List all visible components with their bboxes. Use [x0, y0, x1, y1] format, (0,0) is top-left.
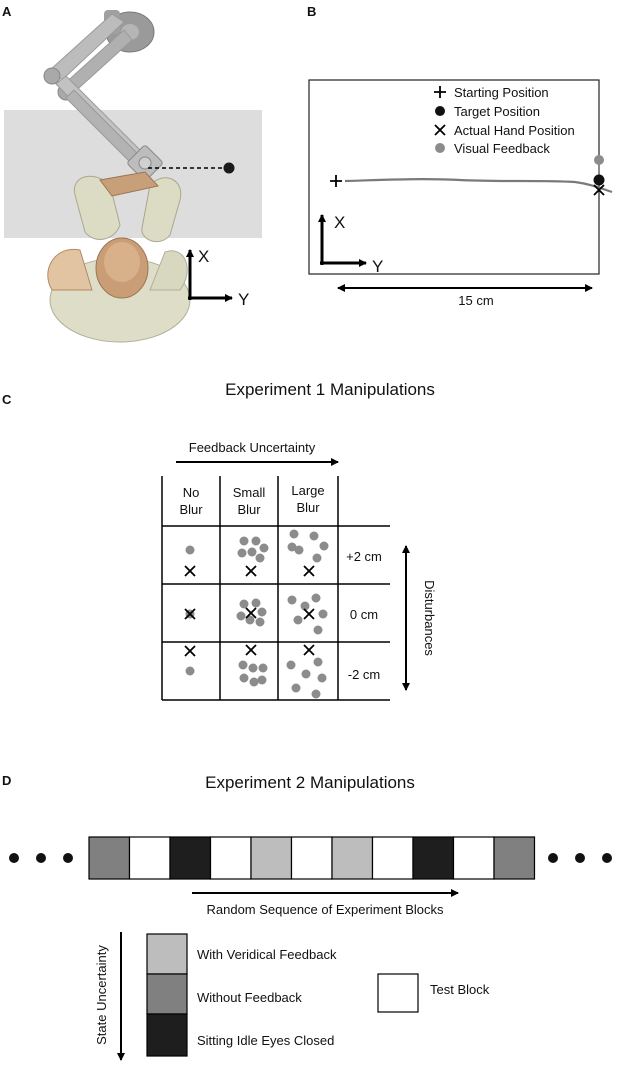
- column-header-small-blur-2: Blur: [237, 502, 261, 517]
- sequence-block-eyes-closed: [412, 836, 455, 880]
- hand-cross-icon: [245, 565, 257, 577]
- legend-label-without-feedback: Without Feedback: [197, 990, 302, 1005]
- gray-dot-icon: [435, 143, 445, 153]
- ellipsis-left: [9, 853, 73, 863]
- legend-label-veridical: With Veridical Feedback: [197, 947, 337, 962]
- hand-cross-icon: [245, 644, 257, 656]
- row-label-minus2: -2 cm: [348, 667, 381, 682]
- subject-figure: [47, 171, 191, 343]
- disturbances-label: Disturbances: [422, 580, 437, 656]
- large-blur-cloud-top: [287, 529, 329, 563]
- cell-symbols: [184, 529, 329, 699]
- legend-item-start: Starting Position: [434, 85, 549, 100]
- column-header-no-blur-2: Blur: [179, 502, 203, 517]
- hand-cross-icon: [184, 565, 196, 577]
- hand-cross-icon: [184, 645, 196, 657]
- swatch-eyes-closed: [146, 1013, 188, 1057]
- panel-d: D Experiment 2 Manipulations Random Sequ…: [2, 773, 612, 1061]
- feedback-dot-icon: [594, 155, 604, 165]
- axis-a-y-label: Y: [238, 290, 249, 309]
- axis-b-x-label: X: [334, 213, 345, 232]
- hand-trajectory: [344, 178, 613, 194]
- sequence-block-veridical: [331, 836, 374, 880]
- panel-letter-d: D: [2, 773, 11, 788]
- column-header-no-blur-1: No: [183, 485, 200, 500]
- feedback-uncertainty-label: Feedback Uncertainty: [189, 440, 316, 455]
- panel-letter-a: A: [2, 4, 12, 19]
- large-blur-cloud-bottom: [286, 657, 327, 699]
- small-blur-cloud-top: [237, 536, 269, 563]
- column-header-small-blur-1: Small: [233, 485, 266, 500]
- swatch-test-block: [377, 973, 419, 1013]
- swatch-without-feedback: [146, 973, 188, 1015]
- target-dot-icon: [223, 162, 235, 174]
- hand-cross-icon: [303, 644, 315, 656]
- legend-label-test-block: Test Block: [430, 982, 490, 997]
- panel-letter-c: C: [2, 392, 12, 407]
- swatch-veridical: [146, 933, 188, 975]
- legend-label-hand: Actual Hand Position: [454, 123, 575, 138]
- sequence-block-without-feedback: [88, 836, 131, 880]
- sequence-block-veridical: [250, 836, 293, 880]
- large-blur-cloud-middle: [287, 593, 328, 635]
- robot-arm: [43, 10, 163, 181]
- small-blur-cloud-middle: [236, 598, 267, 627]
- experiment1-title: Experiment 1 Manipulations: [225, 380, 435, 399]
- row-label-plus2: +2 cm: [346, 549, 382, 564]
- target-position-icon: [593, 174, 605, 186]
- hand-cross-icon: [303, 608, 315, 620]
- legend-item-feedback: Visual Feedback: [435, 141, 550, 156]
- manipulation-grid: [161, 476, 390, 701]
- state-uncertainty-label: State Uncertainty: [94, 945, 109, 1045]
- hand-cross-icon: [245, 607, 257, 619]
- ellipsis-right: [548, 853, 612, 863]
- row-label-0: 0 cm: [350, 607, 378, 622]
- cross-icon: [434, 124, 446, 136]
- experiment2-title: Experiment 2 Manipulations: [205, 773, 415, 792]
- hand-position-cross-icon: [593, 184, 605, 196]
- column-header-large-blur-2: Blur: [296, 500, 320, 515]
- legend-label-feedback: Visual Feedback: [454, 141, 550, 156]
- panel-a: A: [2, 4, 262, 343]
- hand-cross-icon: [303, 565, 315, 577]
- black-dot-icon: [435, 106, 445, 116]
- plus-icon: [434, 86, 446, 98]
- column-header-large-blur-1: Large: [291, 483, 324, 498]
- axis-a-x-label: X: [198, 247, 209, 266]
- start-plus-icon: [330, 175, 342, 187]
- panel-c: C Experiment 1 Manipulations Feedback Un…: [2, 380, 437, 701]
- random-sequence-label: Random Sequence of Experiment Blocks: [206, 902, 444, 917]
- sequence-block-test: [290, 836, 333, 880]
- panel-b: B Starting Position Target Position Actu…: [307, 4, 613, 308]
- legend-label-start: Starting Position: [454, 85, 549, 100]
- sequence-block-test: [452, 836, 495, 880]
- feedback-dot: [185, 545, 195, 555]
- panel-letter-b: B: [307, 4, 316, 19]
- sequence-block-without-feedback: [493, 836, 536, 880]
- sequence-block-test: [371, 836, 414, 880]
- small-blur-cloud-bottom: [238, 660, 268, 687]
- axis-b-y-label: Y: [372, 257, 383, 276]
- sequence-block-eyes-closed: [169, 836, 212, 880]
- block-sequence: [88, 836, 536, 880]
- feedback-dot: [185, 666, 195, 676]
- sequence-block-test: [209, 836, 252, 880]
- legend-item-hand: Actual Hand Position: [434, 123, 575, 138]
- legend-label-eyes-closed: Sitting Idle Eyes Closed: [197, 1033, 334, 1048]
- legend-item-target: Target Position: [435, 104, 540, 119]
- sequence-block-test: [128, 836, 171, 880]
- legend-label-target: Target Position: [454, 104, 540, 119]
- hand-cross-icon: [184, 608, 196, 620]
- scale-bar-label: 15 cm: [458, 293, 493, 308]
- legend-b: Starting Position Target Position Actual…: [434, 85, 575, 156]
